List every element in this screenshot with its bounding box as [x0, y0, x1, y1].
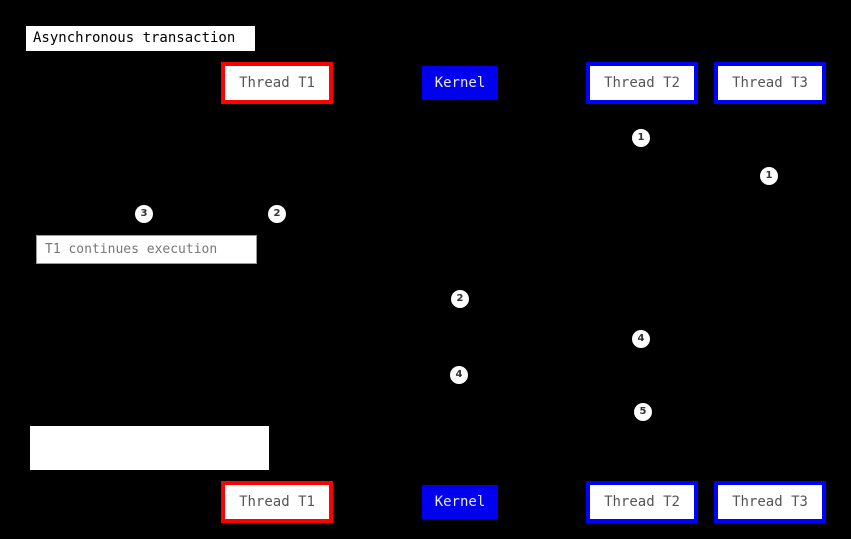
participant-t3-top[interactable]: Thread T3	[714, 62, 826, 104]
participant-t1-bottom[interactable]: Thread T1	[221, 481, 333, 523]
step-marker-1-1: 1	[760, 167, 778, 185]
participant-t1-top[interactable]: Thread T1	[221, 62, 333, 104]
step-marker-2-4: 2	[451, 290, 469, 308]
lifeline-t2	[641, 104, 643, 481]
participant-kernel-top[interactable]: Kernel	[422, 66, 498, 100]
step-marker-4-5: 4	[632, 330, 650, 348]
participant-t2-bottom[interactable]: Thread T2	[586, 481, 698, 523]
lifeline-t1	[276, 104, 278, 481]
note-t1-continues: T1 continues execution	[36, 235, 257, 264]
participant-kernel-bottom[interactable]: Kernel	[422, 485, 498, 519]
step-marker-5-7: 5	[634, 403, 652, 421]
step-marker-4-6: 4	[450, 366, 468, 384]
lifeline-t3	[769, 104, 771, 481]
step-marker-2-3: 2	[268, 205, 286, 223]
participant-t3-bottom[interactable]: Thread T3	[714, 481, 826, 523]
diagram-title: Asynchronous transaction	[26, 26, 255, 51]
blank-note	[30, 426, 269, 470]
step-marker-1-0: 1	[632, 129, 650, 147]
step-marker-3-2: 3	[135, 205, 153, 223]
participant-t2-top[interactable]: Thread T2	[586, 62, 698, 104]
